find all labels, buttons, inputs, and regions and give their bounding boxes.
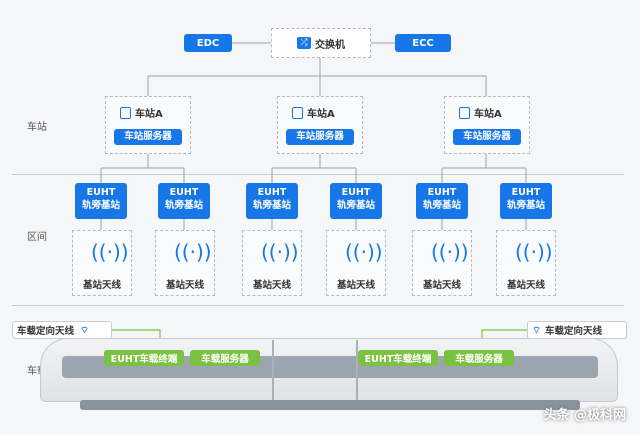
antenna-icon: ((·)) <box>91 240 129 264</box>
station-icon <box>459 106 470 119</box>
station-icon <box>120 106 131 119</box>
station-box-3: 车站A 车站服务器 <box>444 96 530 154</box>
antenna-label: 基站天线 <box>165 280 204 291</box>
antenna-icon: ((·)) <box>174 240 212 264</box>
train-underframe <box>80 400 580 410</box>
station-box-1: 车站A 车站服务器 <box>105 96 191 154</box>
station-name: 车站A <box>307 109 335 120</box>
antenna-label: 基站天线 <box>422 280 461 291</box>
vehicle-directional-antenna-right: ⌔ 车载定向天线 <box>527 321 627 339</box>
antenna-label: 基站天线 <box>252 280 291 291</box>
station-icon <box>292 106 303 119</box>
wifi-icon: ⌔ <box>532 324 541 336</box>
station-name: 车站A <box>474 109 502 120</box>
antenna-icon: ((·)) <box>515 240 553 264</box>
vehicle-directional-antenna-left: 车载定向天线 ⌔ <box>12 321 112 339</box>
antenna-box: ((·)) 基站天线 <box>72 230 132 296</box>
antenna-icon: ((·)) <box>261 240 299 264</box>
switch-label: 交换机 <box>315 39 345 51</box>
wifi-icon: ⌔ <box>80 324 89 336</box>
zone-label-vehicle: 车载 <box>27 366 47 377</box>
antenna-label: 基站天线 <box>82 280 121 291</box>
switch-node: ⤮ 交换机 <box>271 28 371 58</box>
station-server: 车站服务器 <box>286 129 354 145</box>
train-car-divider <box>272 340 274 400</box>
antenna-box: ((·)) 基站天线 <box>496 230 556 296</box>
antenna-icon: ((·)) <box>431 240 469 264</box>
edc-node: EDC <box>184 34 232 52</box>
zone-divider-1 <box>12 174 624 175</box>
vehicle-server: 车载服务器 <box>190 350 260 366</box>
station-server: 车站服务器 <box>453 129 521 145</box>
vehicle-antenna-label: 车载定向天线 <box>544 326 602 337</box>
antenna-box: ((·)) 基站天线 <box>326 230 386 296</box>
zone-divider-2 <box>12 305 624 306</box>
zone-label-station: 车站 <box>27 122 47 133</box>
train-car-divider <box>356 340 358 400</box>
antenna-box: ((·)) 基站天线 <box>242 230 302 296</box>
station-server: 车站服务器 <box>114 129 182 145</box>
switch-icon: ⤮ <box>297 37 311 49</box>
antenna-label: 基站天线 <box>336 280 375 291</box>
zone-label-section: 区间 <box>27 232 47 243</box>
station-name: 车站A <box>135 109 163 120</box>
euht-vehicle-terminal: EUHT车载终端 <box>358 350 438 366</box>
antenna-box: ((·)) 基站天线 <box>412 230 472 296</box>
vehicle-antenna-label: 车载定向天线 <box>17 326 75 337</box>
watermark: 头条 @极科网 <box>543 408 626 423</box>
ecc-node: ECC <box>395 34 451 52</box>
station-box-2: 车站A 车站服务器 <box>277 96 363 154</box>
antenna-box: ((·)) 基站天线 <box>155 230 215 296</box>
vehicle-server: 车载服务器 <box>444 350 514 366</box>
euht-vehicle-terminal: EUHT车载终端 <box>104 350 184 366</box>
antenna-icon: ((·)) <box>345 240 383 264</box>
antenna-label: 基站天线 <box>506 280 545 291</box>
